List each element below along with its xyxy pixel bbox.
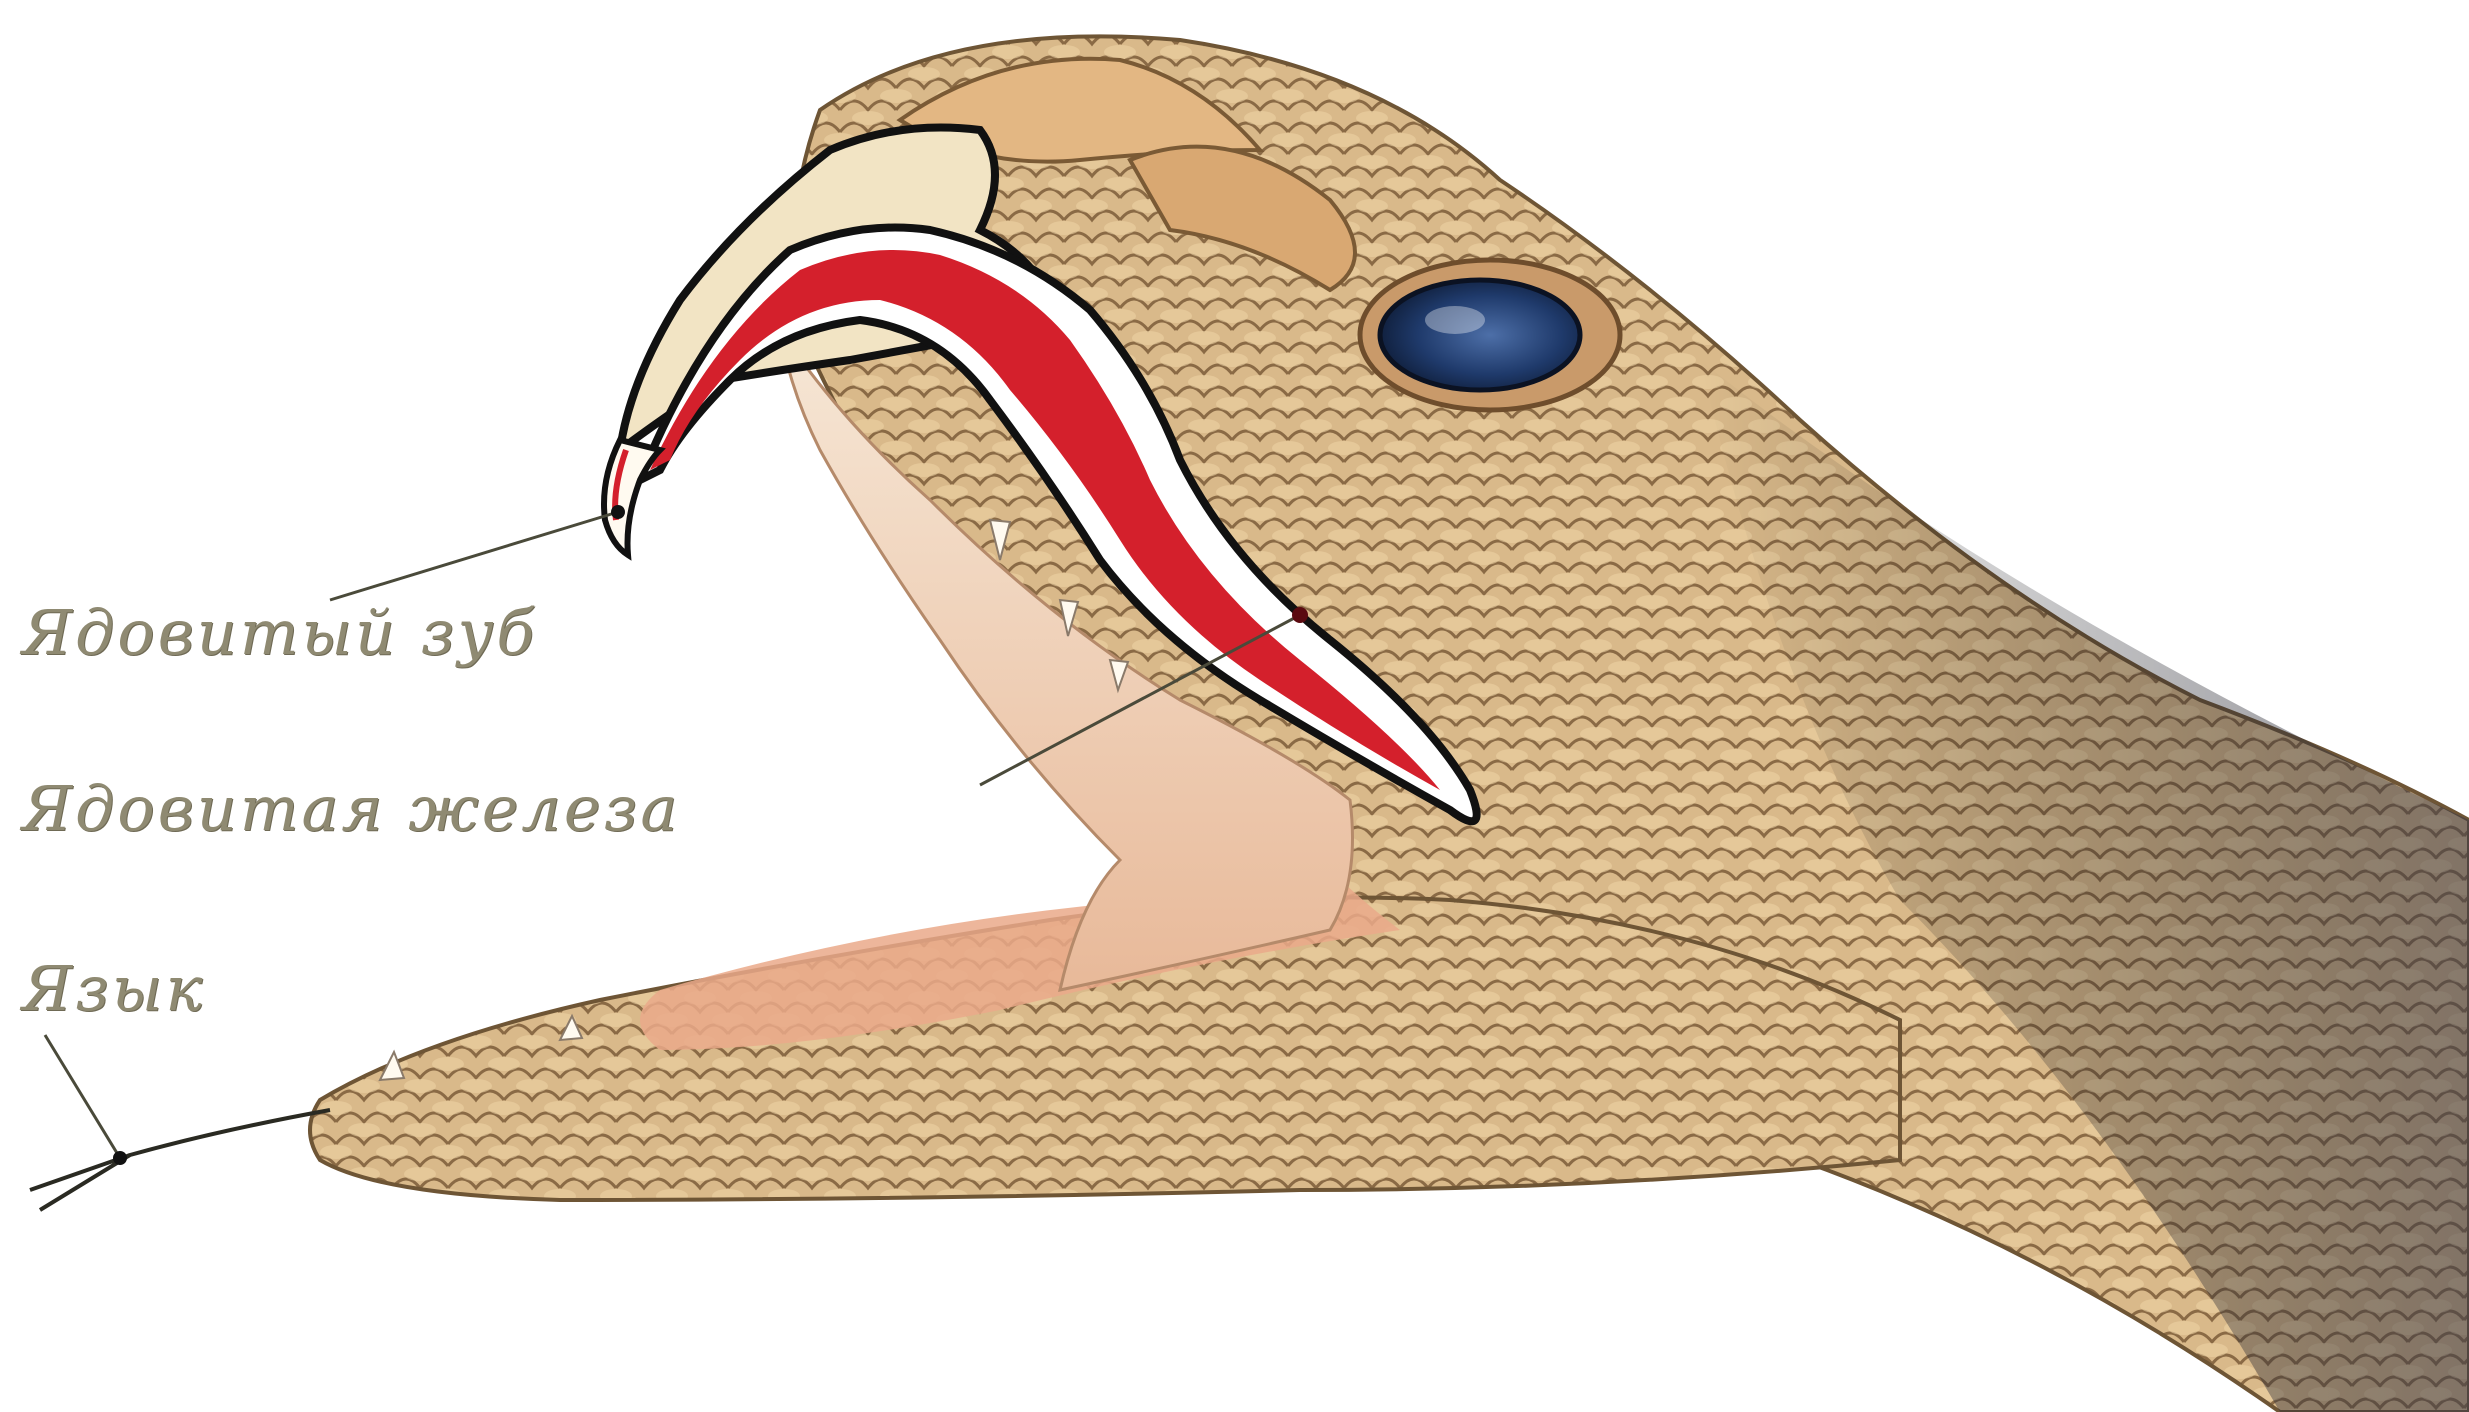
fang-label: Ядовитый зуб — [22, 596, 537, 669]
tongue-leader-dot — [113, 1151, 127, 1165]
fang-leader-line — [330, 512, 618, 600]
venom-gland-label: Ядовитая железа — [22, 772, 680, 845]
gland-leader-dot — [1292, 607, 1308, 623]
forked-tongue-icon — [30, 1110, 330, 1210]
fang-icon — [604, 440, 660, 555]
fang-leader-dot — [611, 505, 625, 519]
tongue-label: Язык — [22, 952, 205, 1025]
tongue-leader-line — [45, 1035, 120, 1158]
eye-icon — [1360, 260, 1620, 410]
